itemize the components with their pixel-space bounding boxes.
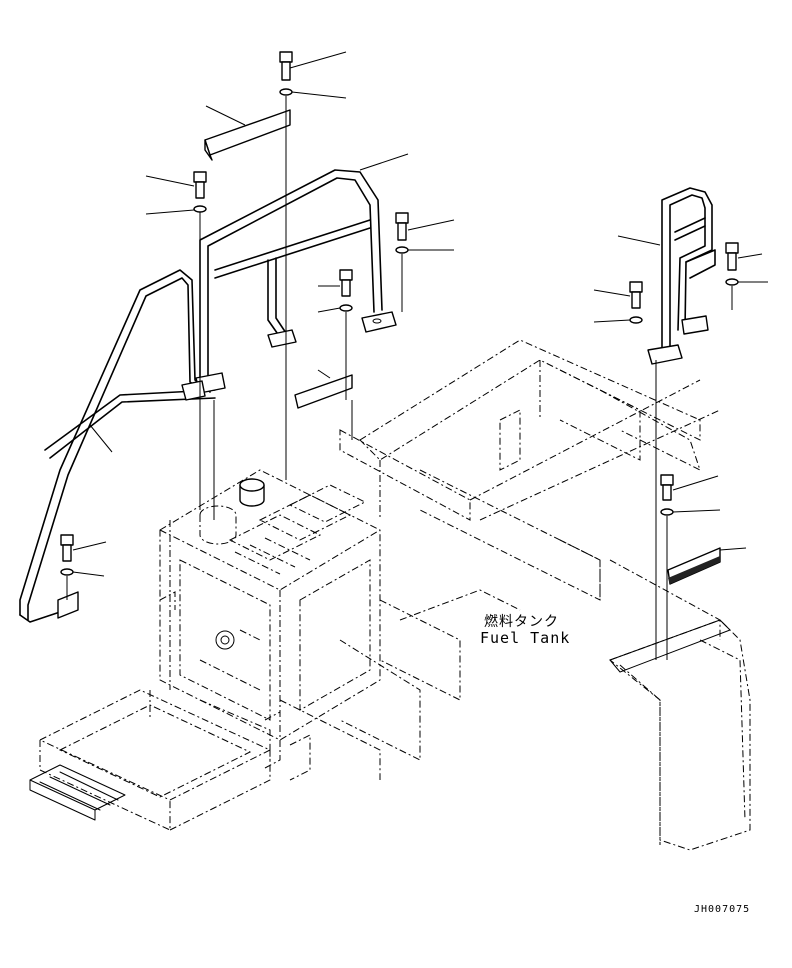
middle-handrail — [181, 169, 397, 401]
bolt-2 — [193, 171, 207, 213]
fuel-tank-label-jp: 燃料タンク — [484, 613, 559, 630]
drawing-code: JH007075 — [694, 904, 750, 915]
fuel-tank — [159, 469, 381, 781]
machine-frame — [29, 339, 751, 851]
right-handrail — [647, 187, 716, 365]
fuel-tank-label-en: Fuel Tank — [480, 629, 570, 647]
bolt-7 — [660, 474, 674, 516]
plates — [204, 109, 721, 585]
left-handrail — [19, 269, 216, 623]
bolt-5 — [629, 281, 643, 324]
bolt-1 — [279, 51, 293, 96]
bolt-8 — [60, 534, 74, 576]
bolt-6 — [725, 242, 739, 286]
bolt-4 — [339, 269, 353, 312]
fasteners — [60, 51, 739, 576]
bolt-3 — [395, 212, 409, 254]
leader-lines — [72, 51, 768, 577]
assembly-lines — [66, 96, 733, 660]
